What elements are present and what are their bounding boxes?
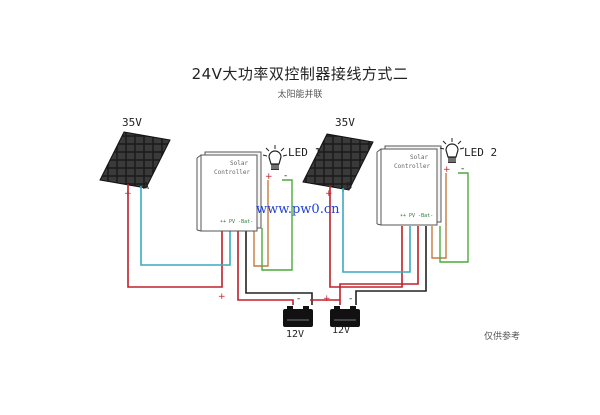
led1-label: LED 1 (288, 146, 322, 159)
battery-right-minus: - (349, 294, 352, 304)
left-panel-terminal: A (143, 181, 150, 192)
led2-plus: + (443, 165, 451, 175)
right-controller-line1: Solar (410, 154, 429, 161)
wire-left-bat-negative (245, 228, 313, 305)
wire-right-bat-positive (339, 226, 419, 305)
reference-note: 仅供参考 (484, 332, 521, 342)
wire-right-pv-negative (342, 190, 411, 273)
left-panel-voltage: 35V (122, 116, 142, 129)
right-panel-plus: + (325, 189, 333, 199)
wire-led2-positive (431, 173, 447, 259)
left-controller-terminals: ☀+ PV -Bat- (220, 219, 254, 225)
left-panel-plus: + (124, 189, 132, 199)
led1-minus: - (284, 171, 287, 181)
wire-right-pv-positive (329, 190, 403, 288)
bus-plus-right: + (323, 294, 331, 304)
wire-led1-negative (261, 179, 293, 271)
wire-left-pv-negative (140, 190, 231, 266)
battery-right-icon (330, 306, 360, 327)
right-controller-terminals: ☀+ PV -Bat- (400, 213, 434, 219)
right-panel-voltage: 35V (335, 116, 355, 129)
led2-minus: - (461, 164, 464, 174)
right-controller-line2: Controller (394, 163, 431, 170)
battery-left-voltage: 12V (286, 329, 305, 340)
battery-left-minus: - (297, 294, 300, 304)
battery-left-icon (283, 306, 313, 327)
led-bulb-right-icon (439, 137, 465, 164)
solar-controller-left (196, 151, 262, 232)
solar-panel-right (302, 133, 374, 192)
wire-left-pv-positive (127, 190, 223, 288)
wire-right-bat-negative (355, 226, 427, 305)
bus-plus-left: + (218, 292, 226, 302)
solar-panel-left (99, 131, 171, 190)
solar-controller-right (376, 145, 442, 226)
right-panel-terminal: B (346, 181, 353, 192)
watermark: www.pw0.cn (256, 202, 340, 217)
left-controller-line2: Controller (214, 169, 251, 176)
wire-led2-negative (439, 172, 469, 263)
led2-label: LED 2 (464, 146, 498, 159)
diagram-subtitle: 太阳能并联 (277, 90, 323, 100)
wire-led1-positive (253, 180, 269, 267)
diagram-title: 24V大功率双控制器接线方式二 (191, 65, 409, 83)
led-bulb-left-icon (262, 144, 288, 171)
left-controller-line1: Solar (230, 160, 249, 167)
wire-left-bat-positive (237, 228, 294, 305)
led1-plus: + (265, 172, 273, 182)
battery-right-voltage: 12V (332, 325, 351, 336)
